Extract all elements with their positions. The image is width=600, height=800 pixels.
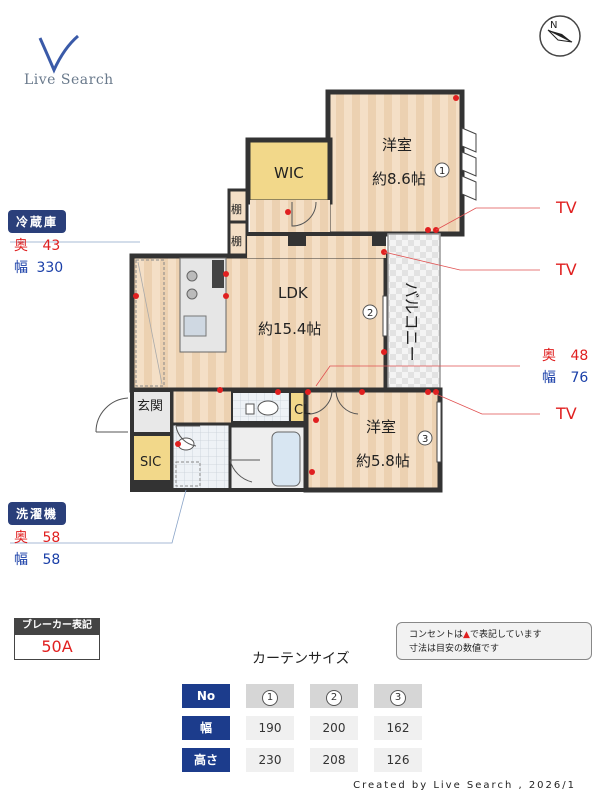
cl-name: CL — [294, 403, 311, 418]
fridge-depth: 奥 43 — [14, 236, 60, 256]
tv-label-1: TV — [556, 198, 577, 217]
curtain-row-label-width: 幅 — [182, 716, 230, 740]
entrance-name: 玄関 — [137, 399, 163, 414]
western-room-1-name: 洋室 — [382, 136, 412, 154]
tv-label-3: TV — [556, 404, 577, 423]
curtain-no-2: 2 — [310, 684, 358, 708]
washer-depth: 奥 58 — [14, 528, 60, 548]
curtain-row-label-height: 高さ — [182, 748, 230, 772]
window-marker-3: 3 — [422, 434, 428, 445]
curtain-title: カーテンサイズ — [252, 651, 350, 667]
window-number-markers: 1 2 3 — [362, 162, 450, 446]
breaker-value: 50A — [14, 634, 100, 660]
logo-text: Live Search — [24, 72, 114, 88]
shelf-2-name: 棚 — [231, 234, 242, 248]
western-room-1-size: 約8.6帖 — [372, 170, 426, 188]
curtain-width-3: 162 — [374, 716, 422, 740]
washer-depth-label: 奥 — [14, 530, 28, 546]
curtain-row-label-no: No — [182, 684, 230, 708]
wic-name: WIC — [274, 164, 304, 182]
fridge-tag: 冷蔵庫 — [8, 210, 67, 233]
curtain-width-1: 190 — [246, 716, 294, 740]
curtain-height-2: 208 — [310, 748, 358, 772]
curtain-width-2: 200 — [310, 716, 358, 740]
window-icon — [382, 127, 477, 463]
washer-depth-value: 58 — [42, 530, 61, 546]
tv-label-2: TV — [556, 260, 577, 279]
doors — [95, 201, 360, 483]
logo-mark-icon — [38, 34, 79, 74]
balcony-name: バルコニー — [402, 282, 421, 362]
note-line-1: コンセントは — [409, 630, 464, 640]
curtain-height-3: 126 — [374, 748, 422, 772]
curtain-no-1: 1 — [246, 684, 294, 708]
note-line-2: 寸法は目安の数値です — [409, 644, 500, 654]
curtain-no-3: 3 — [374, 684, 422, 708]
balcony-width-value: 76 — [570, 370, 589, 386]
footer-credit: Created by Live Search , 2026/1 — [353, 780, 576, 791]
legend-note: コンセントは▲で表記しています 寸法は目安の数値です — [396, 622, 592, 660]
washer-tag: 洗濯機 — [8, 502, 67, 525]
ldk-size: 約15.4帖 — [258, 320, 321, 338]
curtain-height-1: 230 — [246, 748, 294, 772]
western-room-2-name: 洋室 — [366, 418, 396, 436]
note-line-1b: で表記しています — [469, 630, 542, 640]
balcony-depth-value: 48 — [570, 348, 589, 364]
compass-north-label: N — [550, 20, 557, 31]
compass-icon: N — [539, 15, 581, 57]
entrance-area — [130, 388, 174, 436]
fridge-width-value: 330 — [36, 260, 64, 276]
fridge-depth-label: 奥 — [14, 238, 28, 254]
fridge-width-label: 幅 — [14, 260, 28, 276]
washer-width-value: 58 — [42, 552, 61, 568]
outlet-legend-icon: ▲ — [463, 630, 470, 640]
balcony-depth: 奥 48 — [542, 346, 588, 366]
washer-width-label: 幅 — [14, 552, 28, 568]
balcony-depth-label: 奥 — [542, 348, 556, 364]
leader-lines — [10, 207, 540, 544]
shelf-1-name: 棚 — [231, 202, 242, 216]
balcony-width: 幅 76 — [542, 368, 588, 388]
breaker-title: ブレーカー表記 — [14, 618, 100, 634]
western-room-2-size: 約5.8帖 — [356, 452, 410, 470]
balcony-area — [387, 233, 441, 389]
balcony-width-label: 幅 — [542, 370, 556, 386]
ldk-name: LDK — [278, 284, 309, 302]
sic-name: SIC — [140, 455, 161, 470]
washer-width: 幅 58 — [14, 550, 60, 570]
fridge-width: 幅 330 — [14, 258, 63, 278]
window-marker-2: 2 — [367, 308, 373, 319]
floor-plan: 洋室 約8.6帖 WIC 棚 棚 LDK 約15.4帖 バルコニー 玄関 CL … — [10, 89, 540, 544]
fridge-depth-value: 43 — [42, 238, 61, 254]
window-marker-1: 1 — [439, 166, 445, 177]
